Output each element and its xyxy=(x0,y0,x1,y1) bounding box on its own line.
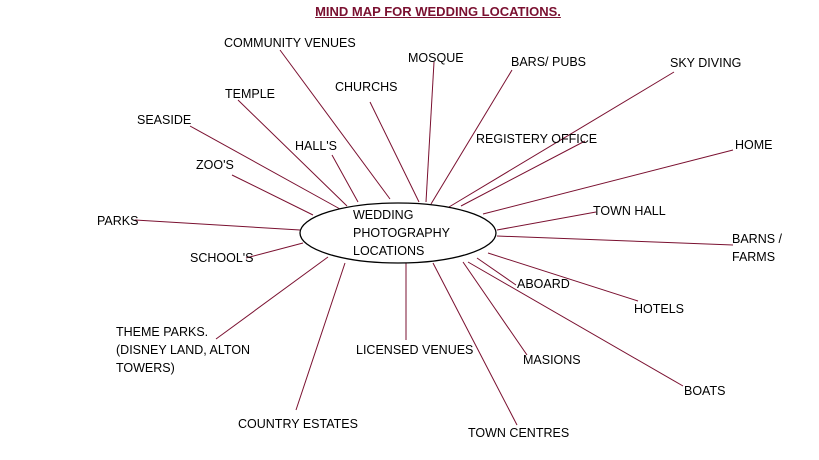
node-mosque: MOSQUE xyxy=(408,51,464,65)
node-theme-parks-line: (DISNEY LAND, ALTON xyxy=(116,343,250,357)
node-barns-farms-line: BARNS / xyxy=(732,232,783,246)
node-masions: MASIONS xyxy=(523,353,581,367)
connector-temple xyxy=(237,99,348,207)
node-masions-line: MASIONS xyxy=(523,353,581,367)
center-ellipse xyxy=(299,202,497,264)
node-aboard-line: ABOARD xyxy=(517,277,570,291)
node-sky-diving: SKY DIVING xyxy=(670,56,741,70)
node-licensed-venues-line: LICENSED VENUES xyxy=(356,343,473,357)
node-halls: HALL'S xyxy=(295,139,337,153)
center-title: WEDDING PHOTOGRAPHY LOCATIONS xyxy=(353,208,451,258)
node-zoos: ZOO'S xyxy=(196,158,234,172)
connector-town-centres xyxy=(432,262,518,426)
connector-halls xyxy=(331,154,359,203)
connector-schools xyxy=(245,242,304,259)
node-theme-parks: THEME PARKS. (DISNEY LAND, ALTON TOWERS) xyxy=(116,325,250,375)
node-registery-office: REGISTERY OFFICE xyxy=(476,132,597,146)
connector-seaside xyxy=(189,125,341,210)
node-seaside: SEASIDE xyxy=(137,113,191,127)
connector-churchs xyxy=(369,101,420,203)
connector-boats xyxy=(467,261,684,387)
node-hotels: HOTELS xyxy=(634,302,684,316)
node-town-centres-line: TOWN CENTRES xyxy=(468,426,569,440)
connector-aboard xyxy=(476,257,517,286)
label-group: COMMUNITY VENUES MOSQUE BARS/ PUBS SKY DIVI… xyxy=(97,36,783,440)
center-title-line: PHOTOGRAPHY xyxy=(353,226,451,240)
node-mosque-line: MOSQUE xyxy=(408,51,464,65)
connector-zoos xyxy=(231,174,314,216)
connector-theme-parks xyxy=(215,256,329,340)
node-bars-pubs-line: BARS/ PUBS xyxy=(511,55,586,69)
connector-group xyxy=(134,49,734,426)
node-registery-office-line: REGISTERY OFFICE xyxy=(476,132,597,146)
node-churchs: CHURCHS xyxy=(335,80,398,94)
node-home-line: HOME xyxy=(735,138,773,152)
node-community-venues-line: COMMUNITY VENUES xyxy=(224,36,356,50)
node-temple: TEMPLE xyxy=(225,87,275,101)
connector-town-hall xyxy=(496,211,597,231)
node-theme-parks-line: TOWERS) xyxy=(116,361,175,375)
node-boats-line: BOATS xyxy=(684,384,725,398)
center-title-line: LOCATIONS xyxy=(353,244,424,258)
center-title-line: WEDDING xyxy=(353,208,413,222)
connector-registery-office xyxy=(460,140,586,207)
node-country-estates: COUNTRY ESTATES xyxy=(238,417,358,431)
node-seaside-line: SEASIDE xyxy=(137,113,191,127)
node-zoos-line: ZOO'S xyxy=(196,158,234,172)
diagram-title: MIND MAP FOR WEDDING LOCATIONS. xyxy=(315,4,561,19)
node-halls-line: HALL'S xyxy=(295,139,337,153)
connector-mosque xyxy=(425,61,435,203)
node-hotels-line: HOTELS xyxy=(634,302,684,316)
node-aboard: ABOARD xyxy=(517,277,570,291)
node-town-hall: TOWN HALL xyxy=(593,204,666,218)
node-boats: BOATS xyxy=(684,384,725,398)
connector-country-estates xyxy=(295,262,346,411)
center-label: WEDDING PHOTOGRAPHY LOCATIONS xyxy=(353,208,451,258)
connector-sky-diving xyxy=(448,71,675,208)
node-licensed-venues: LICENSED VENUES xyxy=(356,343,473,357)
node-sky-diving-line: SKY DIVING xyxy=(670,56,741,70)
connector-parks xyxy=(134,219,301,231)
node-schools: SCHOOL'S xyxy=(190,251,254,265)
connector-hotels xyxy=(487,252,639,302)
node-barns-farms-line: FARMS xyxy=(732,250,775,264)
connector-bars-pubs xyxy=(430,69,513,205)
node-parks: PARKS xyxy=(97,214,138,228)
node-parks-line: PARKS xyxy=(97,214,138,228)
node-churchs-line: CHURCHS xyxy=(335,80,398,94)
connector-masions xyxy=(462,261,528,356)
node-temple-line: TEMPLE xyxy=(225,87,275,101)
connector-community-venues xyxy=(279,49,391,200)
node-town-centres: TOWN CENTRES xyxy=(468,426,569,440)
node-bars-pubs: BARS/ PUBS xyxy=(511,55,586,69)
node-country-estates-line: COUNTRY ESTATES xyxy=(238,417,358,431)
node-town-hall-line: TOWN HALL xyxy=(593,204,666,218)
node-theme-parks-line: THEME PARKS. xyxy=(116,325,208,339)
node-home: HOME xyxy=(735,138,773,152)
connector-home xyxy=(482,149,734,215)
node-community-venues: COMMUNITY VENUES xyxy=(224,36,356,50)
node-schools-line: SCHOOL'S xyxy=(190,251,254,265)
connector-barns-farms xyxy=(496,235,734,246)
node-barns-farms: BARNS / FARMS xyxy=(732,232,783,264)
